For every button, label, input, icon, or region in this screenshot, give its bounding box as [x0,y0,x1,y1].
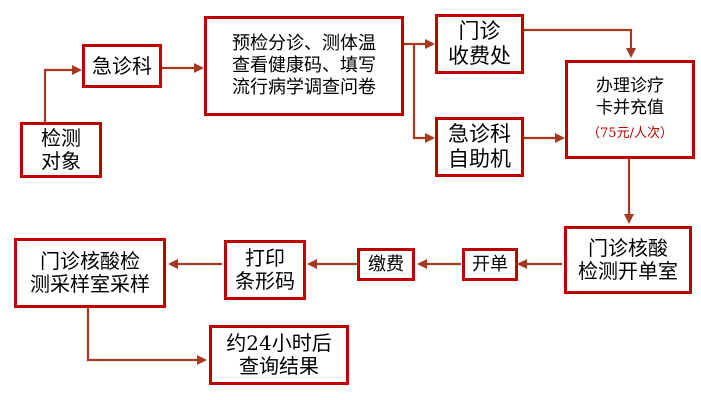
arrow-sampling-to-result [86,308,207,365]
node-sampling-room: 门诊核酸检 测采样室采样 [14,238,166,308]
node-print-barcode-line-2: 条形码 [235,269,295,293]
node-card-topup: 办理诊疗 卡并充值 （75元/人次） [565,60,695,159]
node-triage: 预检分诊、测体温 查看健康码、填写 流行病学调查问卷 [204,16,404,116]
node-order-room-line-2: 检测开单室 [578,259,678,283]
node-test-subjects-line-1: 检测 [41,126,81,150]
node-outpatient-cashier-line-2: 收费处 [448,44,511,68]
node-card-topup-fee-note: （75元/人次） [587,125,673,141]
node-card-topup-line-1: 办理诊疗 [596,75,664,96]
node-sampling-room-line-1: 门诊核酸检 [40,249,140,273]
node-emergency-kiosk-line-2: 自助机 [448,147,511,171]
node-card-topup-line-2: 卡并充值 [596,97,664,118]
node-outpatient-cashier-line-1: 门诊 [458,19,501,43]
node-print-barcode: 打印 条形码 [224,240,306,300]
node-test-subjects: 检测 对象 [20,122,102,178]
node-print-barcode-line-1: 打印 [245,246,285,270]
node-result-query-line-2: 查询结果 [238,354,319,378]
node-result-query-line-1: 约24小时后 [226,331,332,355]
node-order-label: 开单 [472,253,508,275]
node-sampling-room-line-2: 测采样室采样 [30,272,150,296]
node-outpatient-cashier: 门诊 收费处 [435,14,524,74]
node-test-subjects-line-2: 对象 [41,149,81,173]
node-order-room-line-1: 门诊核酸 [588,236,668,260]
node-triage-line-1: 预检分诊、测体温 [232,33,376,54]
node-emergency-dept-label: 急诊科 [92,53,152,78]
node-triage-line-2: 查看健康码、填写 [232,55,376,76]
node-emergency-kiosk-line-1: 急诊科 [448,122,511,146]
arrow-subjects-to-emergency [43,65,82,122]
arrow-triage-to-kiosk [412,44,435,143]
node-order: 开单 [462,248,518,281]
node-triage-line-3: 流行病学调查问卷 [232,77,376,98]
arrow-cashier-to-card [524,28,636,58]
node-order-room: 门诊核酸 检测开单室 [564,226,692,294]
node-payment-label: 缴费 [368,253,404,275]
node-emergency-kiosk: 急诊科 自助机 [435,117,524,177]
node-result-query: 约24小时后 查询结果 [209,325,349,385]
node-payment: 缴费 [357,248,415,281]
node-emergency-dept: 急诊科 [82,44,162,88]
